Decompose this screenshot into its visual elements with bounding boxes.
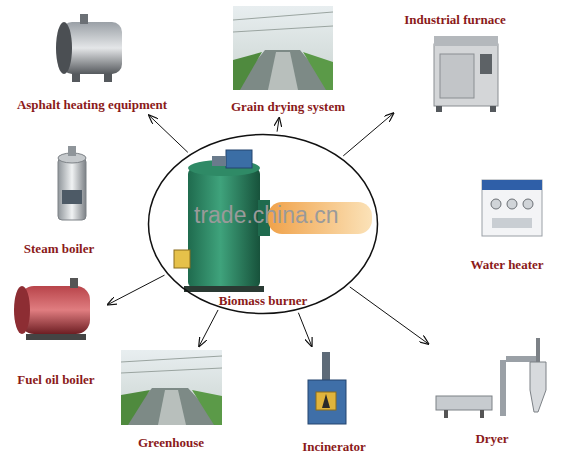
node-label: Industrial furnace — [404, 12, 505, 27]
node-label: Fuel oil boiler — [17, 372, 94, 387]
node-label: Greenhouse — [138, 435, 204, 450]
node-label: Biomass burner — [219, 293, 307, 308]
application-box: Steam boiler — [6, 144, 112, 258]
incinerator — [308, 352, 346, 424]
greenhouse-photo — [121, 350, 222, 425]
arrow-connector — [199, 310, 218, 346]
application-box: Water heater — [462, 174, 552, 274]
watermark: trade.china.cn — [194, 202, 338, 229]
application-box: Asphalt heating equipment — [8, 8, 176, 114]
arrow-connector — [149, 115, 188, 152]
application-box: Incinerator — [296, 348, 372, 456]
arrow-connector — [277, 118, 279, 132]
greenhouse-photo — [233, 6, 333, 90]
node-label: Dryer — [475, 431, 508, 446]
arrow-connector — [298, 313, 311, 346]
application-box: Greenhouse — [118, 348, 224, 452]
arrow-connector — [350, 287, 429, 344]
asphalt-tank — [56, 14, 122, 82]
arrow-connector — [343, 113, 393, 156]
application-box: Dryer — [430, 332, 554, 448]
node-label: Steam boiler — [24, 241, 94, 256]
node-label: Water heater — [470, 257, 543, 272]
furnace — [434, 36, 498, 112]
node-label: Asphalt heating equipment — [17, 97, 167, 112]
burner-illustration — [174, 150, 372, 292]
application-box: Grain drying system — [222, 4, 354, 116]
steam-boiler — [58, 146, 86, 220]
application-box: Fuel oil boiler — [6, 274, 106, 389]
water-heater — [482, 180, 542, 236]
node-label: Grain drying system — [231, 99, 345, 114]
oil-boiler — [14, 278, 90, 340]
ellipse-outline — [149, 135, 378, 314]
arrow-connector — [108, 275, 165, 304]
dryer — [436, 338, 546, 418]
node-label: Incinerator — [302, 439, 366, 454]
application-box: Industrial furnace — [392, 10, 518, 112]
